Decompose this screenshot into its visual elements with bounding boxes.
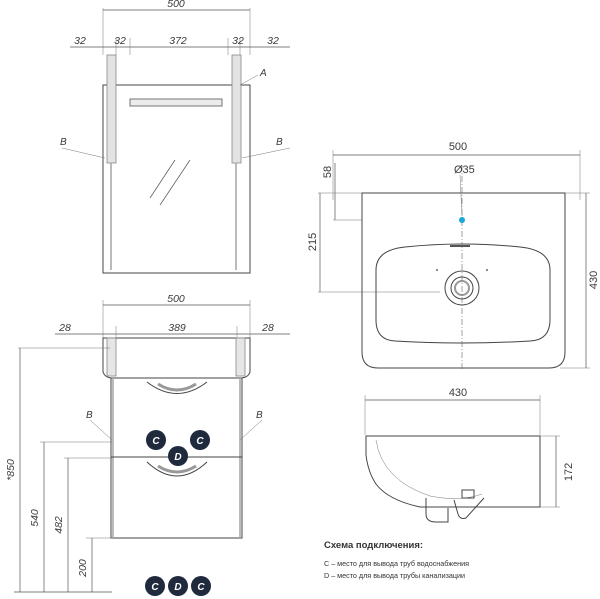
legend-title: Схема подключения: [324,540,423,551]
legend-line-d: D – место для вывода трубы канализации [324,571,465,580]
basin-depth-58: 58 [322,166,334,178]
basin-side-width-430: 430 [449,387,467,399]
basin-depth-215: 215 [307,233,319,251]
mirror-view: 500 32 32 372 32 32 A B B [60,0,291,274]
badge-c-right-label: C [196,436,204,447]
cabinet-seg-3: 28 [261,322,274,334]
height-540: 540 [29,509,41,527]
mirror-seg-5: 32 [267,35,279,47]
badge-c-left-label: C [152,436,160,447]
badge-d-bottom [168,576,188,596]
mirror-seg-3: 372 [169,35,187,47]
mirror-label-b-right: B [276,137,283,148]
badge-d-bottom-label: D [174,582,181,593]
basin-diameter-35: Ø35 [454,164,475,176]
legend-line-c: C – место для вывода труб водоснабжения [324,559,469,568]
cabinet-seg-2: 389 [168,322,186,334]
mirror-label-b-left: B [60,137,67,148]
cabinet-view: 500 28 389 28 B B *850 540 [5,293,290,596]
mirror-label-a: A [259,68,267,79]
height-850: *850 [5,459,17,481]
badge-c-bottom-right-label: C [197,582,205,593]
basin-side-height-172: 172 [563,463,575,481]
badge-c-bottom-right [191,576,211,596]
mirror-seg-2: 32 [114,35,126,47]
basin-width-500: 500 [449,141,467,153]
badge-c-bottom-left-label: C [151,582,159,593]
mirror-width-500: 500 [167,0,185,10]
mirror-seg-4: 32 [232,35,244,47]
basin-top-view: 500 58 215 430 Ø35 [307,141,600,370]
mirror-seg-1: 32 [74,35,86,47]
cabinet-label-b-left: B [86,410,93,421]
badge-c-right [190,430,210,450]
badge-d-middle [168,446,188,466]
badge-c-left [146,430,166,450]
cabinet-width-500: 500 [167,293,185,305]
badge-d-middle-label: D [174,452,181,463]
badge-c-bottom-left [145,576,165,596]
cabinet-label-b-right: B [256,410,263,421]
basin-side-view: 430 172 [364,387,575,523]
cabinet-seg-1: 28 [58,322,71,334]
height-482: 482 [53,516,65,534]
connection-legend: Схема подключения: C – место для вывода … [324,540,469,580]
basin-height-430: 430 [588,271,600,289]
tap-hole-marker [459,217,465,223]
height-200: 200 [77,559,89,578]
